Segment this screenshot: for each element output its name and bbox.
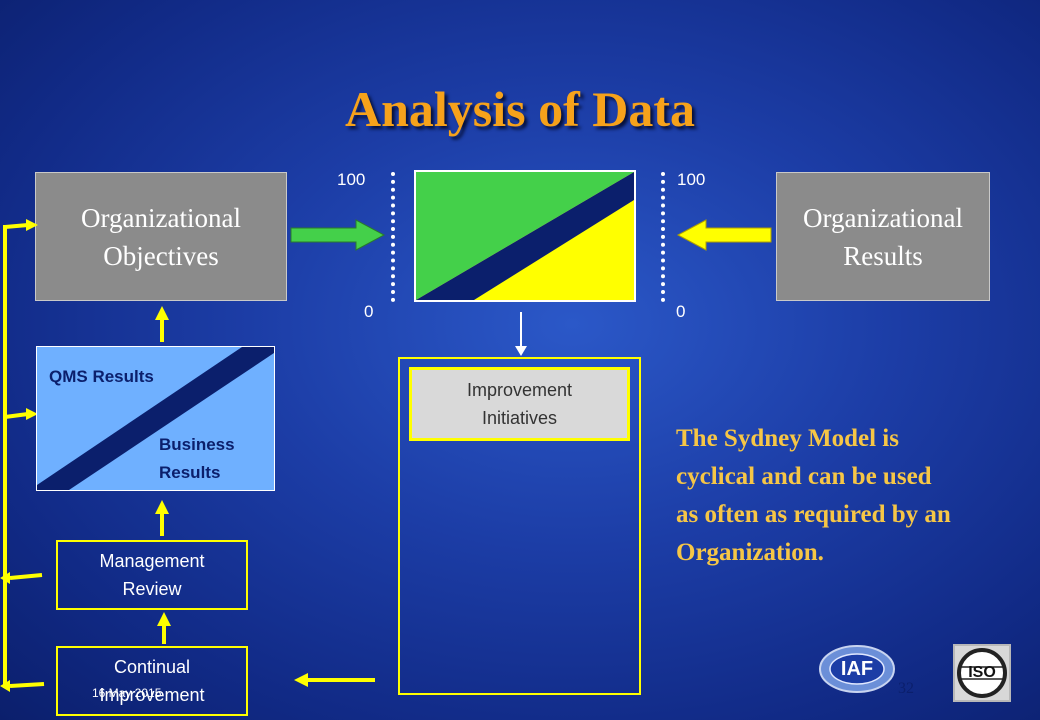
- improvement-initiatives-box: Improvement Initiatives: [409, 367, 630, 441]
- continual-improvement-line-1: Continual: [113, 657, 191, 677]
- results-line-1: Organizational: [803, 202, 963, 233]
- sydney-line-1: The Sydney Model is: [676, 425, 899, 452]
- continual-improvement-line-2: Improvement: [99, 685, 205, 705]
- business-results-line-2: Results: [159, 463, 221, 482]
- gap-analysis-box: [414, 170, 636, 302]
- iaf-logo-text: IAF: [840, 658, 874, 680]
- objectives-line-1: Organizational: [81, 202, 241, 233]
- organizational-results-box: Organizational Results: [776, 172, 990, 301]
- left-scale-top: 100: [337, 170, 366, 189]
- continual-improvement-box: Continual Improvement: [56, 646, 248, 716]
- iso-logo-text: ISO: [968, 664, 996, 681]
- green-arrow: [290, 219, 386, 251]
- qms-results-label: QMS Results: [49, 367, 154, 386]
- results-line-2: Results: [843, 240, 923, 271]
- right-scale-line: [661, 172, 665, 302]
- management-review-box: Management Review: [56, 540, 248, 610]
- iso-logo: ISO: [953, 644, 1011, 702]
- left-scale-line: [391, 172, 395, 302]
- management-review-line-1: Management: [99, 551, 205, 571]
- gap-analysis-graphic: [416, 172, 634, 300]
- qms-results-box: QMS Results Business Results: [36, 346, 275, 491]
- sydney-line-4: Organization.: [676, 539, 824, 566]
- iaf-logo: IAF: [818, 644, 896, 694]
- sydney-line-2: cyclical and can be used: [676, 463, 932, 490]
- improvement-initiatives-line-2: Initiatives: [481, 408, 558, 428]
- yellow-arrow: [676, 219, 772, 251]
- right-scale-bottom: 0: [676, 302, 686, 321]
- management-review-line-2: Review: [122, 579, 182, 599]
- page-number: 32: [898, 680, 914, 697]
- business-results-line-1: Business: [159, 435, 235, 454]
- objectives-line-2: Objectives: [103, 240, 219, 271]
- sydney-line-3: as often as required by an: [676, 501, 951, 528]
- left-scale-bottom: 0: [364, 302, 374, 321]
- improvement-container: [398, 357, 641, 695]
- business-results-label: Business Results: [159, 431, 235, 487]
- improvement-initiatives-line-1: Improvement: [466, 380, 573, 400]
- page-title: Analysis of Data: [344, 81, 696, 137]
- sydney-model-text: The Sydney Model is cyclical and can be …: [676, 420, 1036, 572]
- qms-diagonal-band: [37, 347, 274, 490]
- footer-date: 16 May 2015: [92, 686, 162, 700]
- organizational-objectives-box: Organizational Objectives: [35, 172, 287, 301]
- right-scale-top: 100: [677, 170, 706, 189]
